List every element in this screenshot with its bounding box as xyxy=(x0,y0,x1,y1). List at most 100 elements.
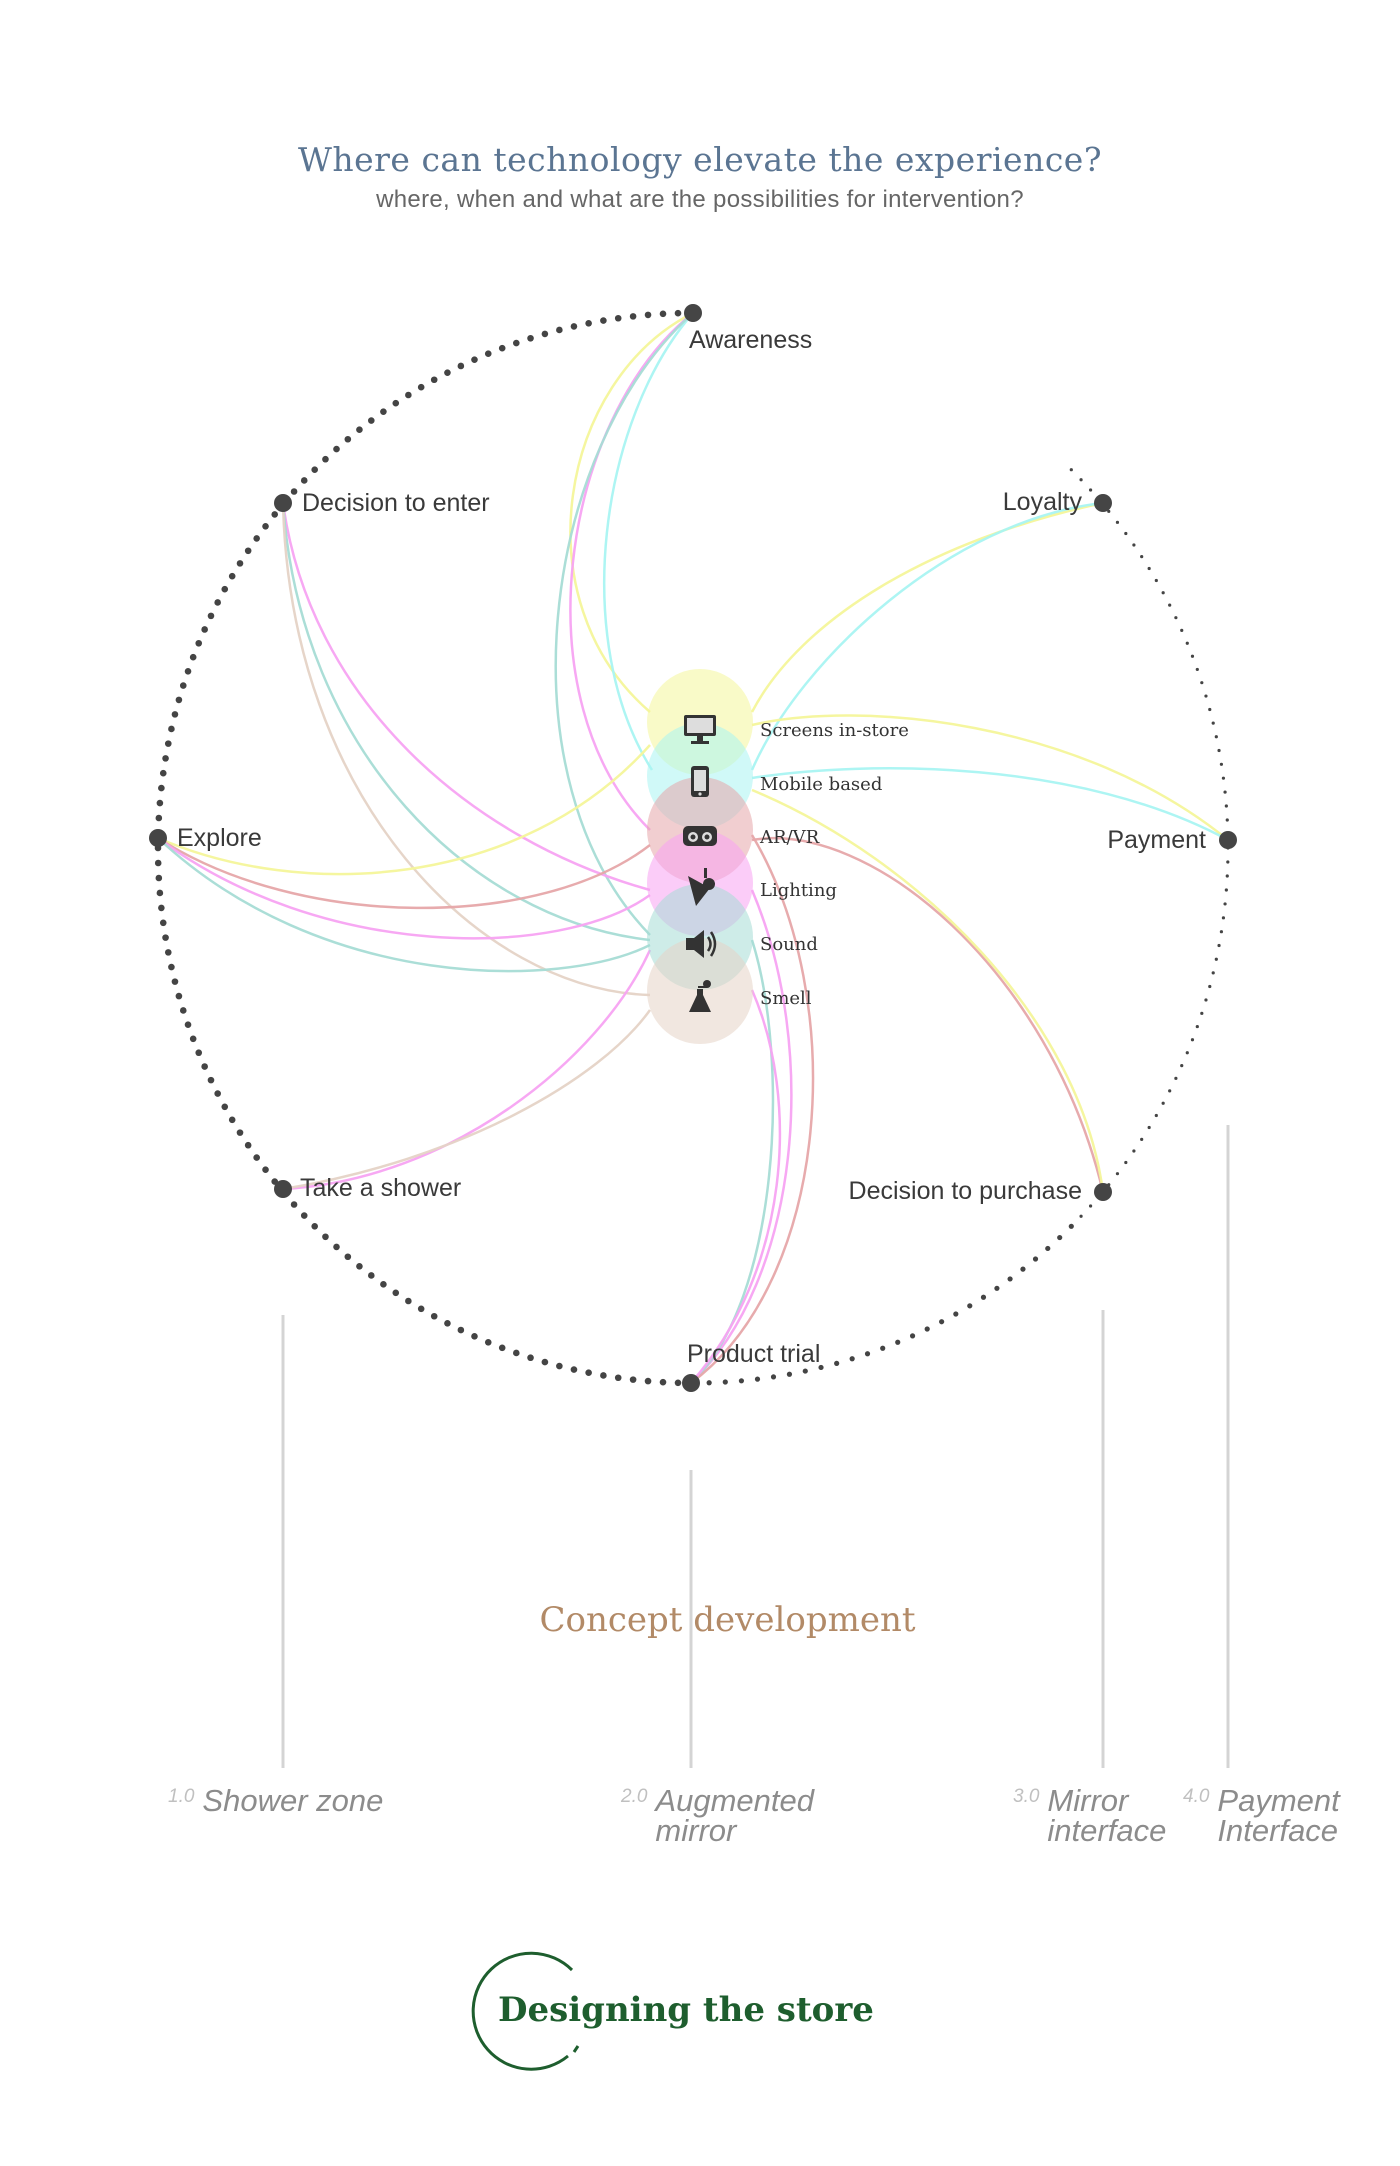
connection-curve xyxy=(157,837,651,940)
ring-dot xyxy=(1223,790,1227,794)
ring-dot xyxy=(527,1354,534,1362)
ring-dot xyxy=(228,1116,236,1124)
ring-dot xyxy=(1195,667,1199,672)
ring-dot xyxy=(159,919,167,927)
ring-dot xyxy=(207,1076,215,1084)
ring-dot xyxy=(967,1303,973,1309)
ring-dot xyxy=(1221,776,1226,780)
ring-dot xyxy=(1007,1276,1013,1282)
ring-dot xyxy=(195,639,203,647)
tech-label-lighting: Lighting xyxy=(760,880,837,901)
ring-dot xyxy=(706,1380,712,1386)
connection-curve xyxy=(281,502,651,892)
ring-dot xyxy=(156,799,164,807)
page-title: Where can technology elevate the experie… xyxy=(297,140,1103,179)
connection-curve xyxy=(603,312,694,771)
ring-dot xyxy=(444,1320,451,1327)
ring-dot xyxy=(924,1326,930,1332)
ring-dot xyxy=(156,889,164,897)
spotlight-icon xyxy=(688,868,715,906)
ring-dot xyxy=(659,310,667,318)
connection-curve xyxy=(751,714,1229,841)
ring-dot xyxy=(895,1339,901,1345)
ring-dot xyxy=(356,426,363,434)
ring-dot xyxy=(1224,804,1228,808)
ring-dot xyxy=(405,1297,412,1305)
stage-node-awareness xyxy=(684,304,702,322)
ring-dot xyxy=(162,934,169,941)
ring-dot xyxy=(392,399,400,407)
ring-dot xyxy=(457,1326,465,1334)
ring-dot xyxy=(392,1289,400,1297)
ring-dot xyxy=(171,711,179,718)
ring-dot xyxy=(195,1049,203,1057)
ring-dot xyxy=(994,1285,1000,1291)
connection-curve xyxy=(751,767,1229,842)
ring-dot xyxy=(457,362,465,370)
ring-dot xyxy=(253,1154,260,1161)
ring-dot xyxy=(1200,681,1204,685)
ring-dot xyxy=(1124,531,1128,536)
ring-dot xyxy=(184,1021,192,1028)
connection-curve xyxy=(750,501,1104,771)
ring-dot xyxy=(1168,1089,1172,1093)
stage-label-awareness: Awareness xyxy=(689,326,812,354)
stage-node-decision-to-enter xyxy=(274,494,292,512)
stage-node-payment xyxy=(1219,831,1237,849)
ring-dot xyxy=(271,511,279,518)
ring-dot xyxy=(1154,578,1158,583)
ring-dot xyxy=(484,350,492,358)
ring-dot xyxy=(818,1364,824,1371)
connection-curve xyxy=(281,502,651,942)
ring-dot xyxy=(802,1368,808,1374)
connection-curve xyxy=(157,837,651,973)
ring-dot xyxy=(189,653,197,661)
ring-dot xyxy=(430,376,438,384)
ring-dot xyxy=(184,668,192,675)
tech-label-smell: Smell xyxy=(760,988,812,1009)
footer-ring-icon xyxy=(471,1951,580,2071)
ring-dot xyxy=(786,1371,793,1377)
ring-dot xyxy=(1115,520,1120,524)
ring-dot xyxy=(201,626,208,633)
ring-dot xyxy=(159,769,167,777)
ring-dot xyxy=(171,978,179,985)
ring-dot xyxy=(207,612,215,620)
ring-dot xyxy=(953,1311,959,1317)
ring-dot xyxy=(333,445,340,453)
ring-dot xyxy=(1225,874,1229,878)
ring-dot xyxy=(1168,603,1172,607)
stage-label-decision-to-enter: Decision to enter xyxy=(302,489,490,517)
ring-dot xyxy=(1154,1113,1158,1118)
ring-dot xyxy=(909,1333,916,1339)
ring-dot xyxy=(253,535,260,542)
ring-dot xyxy=(333,1243,340,1251)
stage-label-loyalty: Loyalty xyxy=(1003,488,1083,516)
ring-dot xyxy=(600,317,607,324)
ring-dot xyxy=(1045,1245,1051,1252)
ring-dot xyxy=(1147,566,1151,571)
ring-dot xyxy=(1219,762,1224,766)
ring-dot xyxy=(1223,902,1227,906)
ring-dot xyxy=(189,1035,197,1043)
ring-dot xyxy=(158,904,165,912)
ring-dot xyxy=(228,572,236,580)
ring-dot xyxy=(1217,943,1221,948)
ring-dot xyxy=(541,330,549,338)
ring-dot xyxy=(585,319,592,327)
ring-dot xyxy=(585,1369,592,1377)
ring-dot xyxy=(659,1378,667,1386)
connection-curve xyxy=(751,837,1105,1193)
ring-dot xyxy=(290,488,298,495)
ring-dot xyxy=(221,1103,229,1111)
ring-dot xyxy=(1068,1223,1074,1229)
ring-dot xyxy=(380,1281,387,1288)
ring-dot xyxy=(1079,478,1083,482)
ring-dot xyxy=(644,1377,652,1385)
stage-label-take-a-shower: Take a shower xyxy=(300,1174,461,1202)
zone-number: 4.0 xyxy=(1183,1786,1210,1807)
ring-dot xyxy=(1204,694,1208,698)
ring-dot xyxy=(1211,721,1215,725)
ring-dot xyxy=(939,1319,945,1325)
